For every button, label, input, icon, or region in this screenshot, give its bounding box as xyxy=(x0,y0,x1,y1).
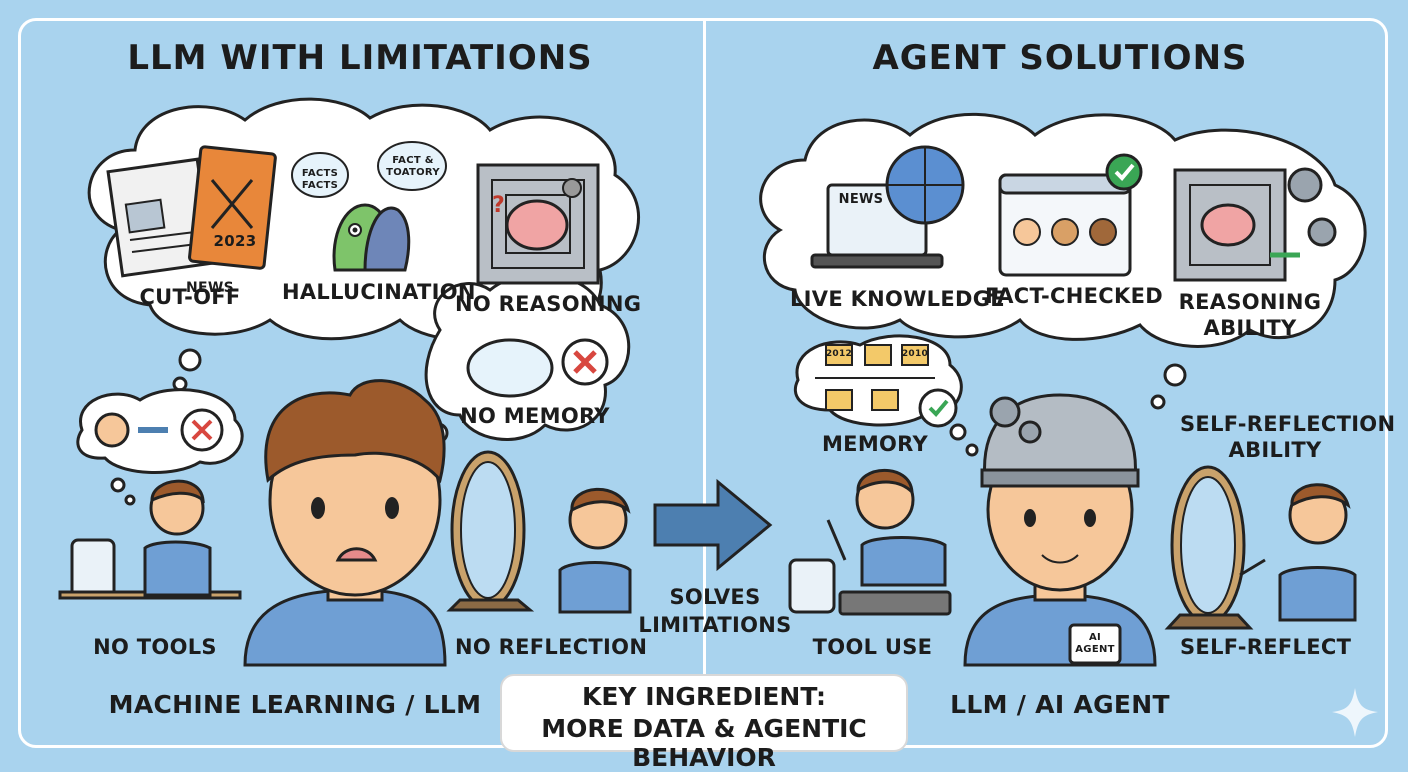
memory-label: MEMORY xyxy=(821,432,929,456)
left-footer-label: MACHINE LEARNING / LLM xyxy=(108,690,482,719)
no-reflection-label: NO REFLECTION xyxy=(455,635,648,659)
left-panel-title: LLM WITH LIMITATIONS xyxy=(127,38,593,78)
mirror-no-reflection xyxy=(446,450,632,614)
folder-year-2: 2010 xyxy=(901,349,929,359)
no-tools-label: NO TOOLS xyxy=(93,635,217,659)
folder-year-1: 2012 xyxy=(825,349,853,359)
hallucination-monster-icon xyxy=(291,141,447,272)
svg-text:?: ? xyxy=(492,193,505,218)
key-ingredient-line-2: MORE DATA & AGENTIC BEHAVIOR xyxy=(541,714,867,772)
newspaper-icon xyxy=(106,157,214,278)
speech-bubble-1: FACTS FACTS xyxy=(301,168,339,191)
reasoning-ability-label-1: REASONING xyxy=(1178,290,1322,314)
solves-label-2: LIMITATIONS xyxy=(638,613,792,637)
sad-boy xyxy=(243,379,447,667)
speech-bubble-2: FACT & TOATORY xyxy=(386,155,440,178)
reasoning-ability-label-2: ABILITY xyxy=(1203,316,1297,340)
agent-boy-helmet xyxy=(963,393,1157,667)
reasoning-maze-icon xyxy=(1173,167,1337,282)
sparkle-icon xyxy=(1332,688,1378,737)
memory-timeline-bubble xyxy=(793,334,979,457)
panel-divider xyxy=(703,20,706,746)
ai-agent-badge: AI AGENT xyxy=(1075,632,1115,655)
no-memory-label: NO MEMORY xyxy=(460,404,610,428)
right-footer-label: LLM / AI AGENT xyxy=(950,690,1170,719)
self-reflect-label: SELF-REFLECT xyxy=(1180,635,1352,659)
right-panel-title: AGENT SOLUTIONS xyxy=(872,38,1248,78)
book-x-icon xyxy=(188,145,277,270)
maze-brain-icon: ? xyxy=(476,163,600,285)
live-knowledge-label: LIVE KNOWLEDGE xyxy=(790,287,1005,311)
fact-checked-label: FACT-CHECKED xyxy=(985,284,1163,308)
fact-checked-browser-icon xyxy=(998,153,1143,277)
solves-arrow xyxy=(653,478,773,572)
memory-loop-icon xyxy=(466,338,609,398)
key-ingredient-box: KEY INGREDIENT: MORE DATA & AGENTIC BEHA… xyxy=(500,674,908,772)
cutoff-label: CUT-OFF xyxy=(139,285,241,309)
boy-with-tools xyxy=(788,469,952,616)
laptop-news-label: NEWS xyxy=(838,192,884,207)
boy-with-jar xyxy=(58,479,242,600)
laptop-globe-icon xyxy=(810,145,965,269)
no-tools-thought-bubble xyxy=(76,388,244,506)
self-reflection-label-2: ABILITY xyxy=(1228,438,1322,462)
solves-label-1: SOLVES xyxy=(669,585,761,609)
book-year-label: 2023 xyxy=(213,232,257,250)
no-reasoning-label: NO REASONING xyxy=(455,292,642,316)
hallucination-label: HALLUCINATION xyxy=(282,280,476,304)
self-reflection-label-1: SELF-REFLECTION xyxy=(1180,412,1396,436)
tool-use-label: TOOL USE xyxy=(812,635,933,659)
newspaper-label: NEWS xyxy=(185,280,234,296)
key-ingredient-line-1: KEY INGREDIENT: xyxy=(581,682,827,711)
mirror-self-reflect xyxy=(1164,465,1357,630)
